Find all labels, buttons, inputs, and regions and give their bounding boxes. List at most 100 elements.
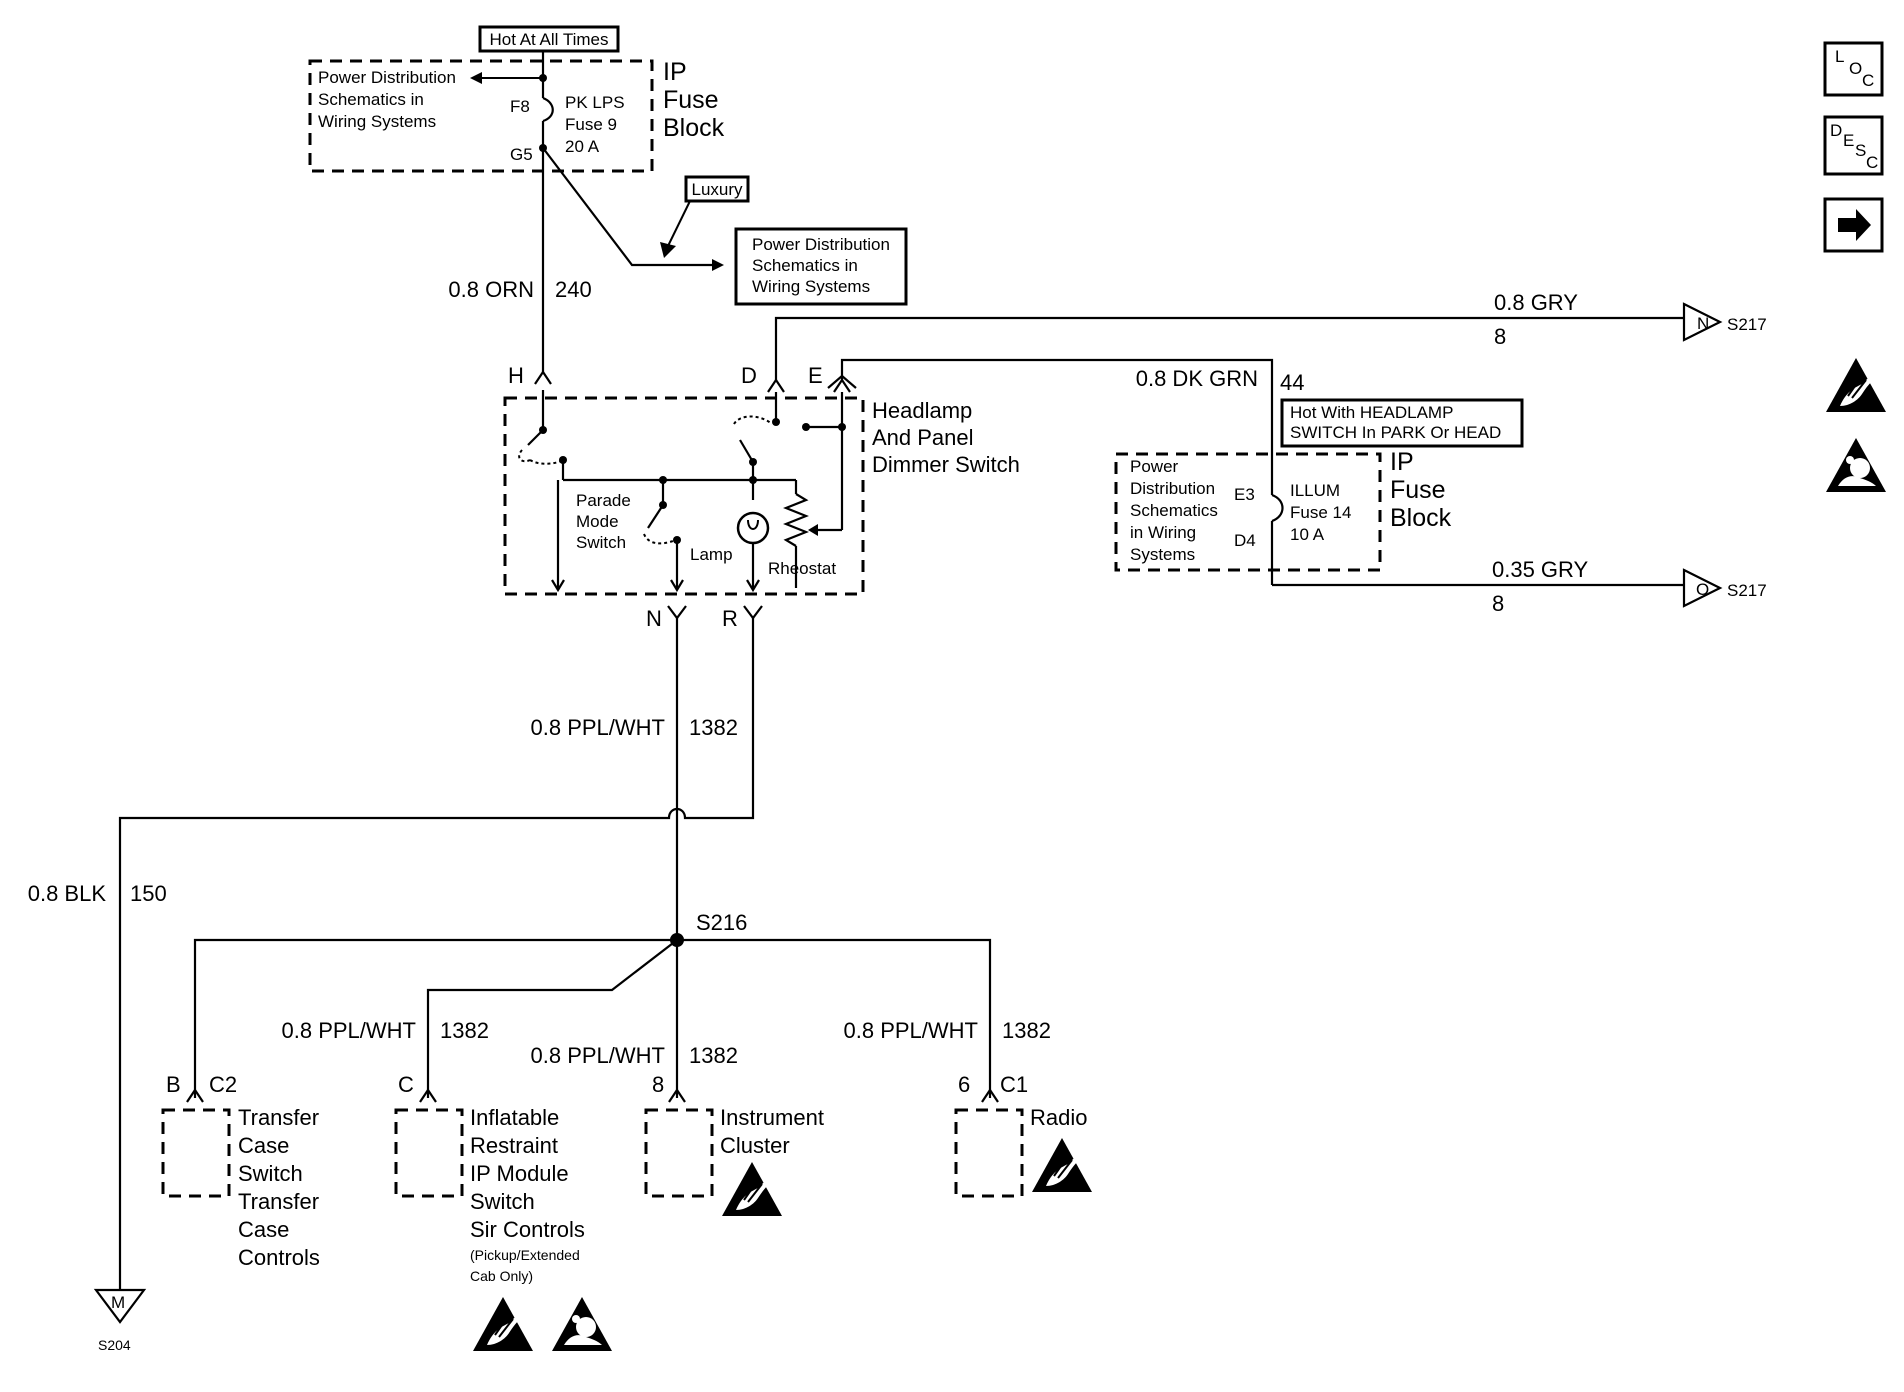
pin-e3: E3 [1234,485,1255,504]
connector-m-icon [93,1288,147,1324]
pin-d: D [741,363,757,388]
esd-warning-icon [721,1161,783,1217]
wire-gry-bottom-label: 0.35 GRY [1492,557,1589,582]
pin-g5: G5 [510,145,533,164]
luxury-callout-box [684,175,750,203]
radio-pin: 6 [958,1072,970,1097]
connector-m-label: M [111,1293,125,1312]
block-r-title-3: Block [1390,504,1452,532]
pds-mid-line-2: Schematics in [752,256,858,275]
hot-at-all-times-box [478,25,620,53]
esd-warning-icon [1825,357,1887,413]
arrow-right-icon [712,259,724,271]
branch-2-label: 0.8 PPL/WHT [531,1043,665,1068]
wire-ppl-main-label: 0.8 PPL/WHT [531,715,665,740]
cluster-line-1: Instrument [720,1105,824,1130]
connector-o-icon [1682,568,1723,608]
branch-inflatable [426,939,678,1098]
transfer-line-6: Controls [238,1245,320,1270]
side-icon-next-arrow[interactable] [1823,197,1884,253]
wire-dkgrn-label: 0.8 DK GRN [1136,366,1258,391]
connector-n-icon [1682,302,1723,342]
inflatable-line-1: Inflatable [470,1105,559,1130]
desc-letter-s: S [1855,141,1866,160]
splice-s204: S204 [98,1337,131,1353]
hot-at-all-times-label: Hot At All Times [489,30,608,49]
pds-line-3: Wiring Systems [318,112,436,131]
pds-box-middle [734,227,908,306]
hot-with-line-2: SWITCH In PARK Or HEAD [1290,423,1501,442]
block-title-1: IP [663,58,687,86]
headlamp-switch: H D E N R Headlamp And Panel Dimmer Swit… [503,363,1020,631]
headlamp-switch-outline [503,396,865,596]
branch-2-circuit: 1382 [689,1043,738,1068]
transfer-line-4: Transfer [238,1189,319,1214]
airbag-warning-icon [552,1297,612,1351]
branch-3-circuit: 1382 [1002,1018,1051,1043]
transfer-line-1: Transfer [238,1105,319,1130]
block-title-2: Fuse [663,86,719,114]
fuse14-name: ILLUM [1290,481,1340,500]
pin-f8: F8 [510,97,530,116]
wire-dkgrn-circuit: 44 [1280,370,1304,395]
wire-gry-top-label: 0.8 GRY [1494,290,1578,315]
inflatable-pin: C [398,1072,414,1097]
component-transfer-case: B C2 Transfer Case Switch Transfer Case … [161,1072,320,1270]
component-instrument-cluster: 8 Instrument Cluster [644,1072,824,1217]
pds-r-line-1: Power [1130,457,1179,476]
pds-mid-line-1: Power Distribution [752,235,890,254]
pds-mid-line-3: Wiring Systems [752,277,870,296]
inflatable-note-2: Cab Only) [470,1268,533,1284]
fuse-symbol-icon [542,96,554,123]
desc-letter-d: D [1830,121,1842,140]
block-r-title-1: IP [1390,448,1414,476]
splice-s217-top: S217 [1727,315,1767,334]
pds-r-line-5: Systems [1130,545,1195,564]
fuse-name: PK LPS [565,93,625,112]
parade-line-1: Parade [576,491,631,510]
block-r-title-2: Fuse [1390,476,1446,504]
pds-r-line-3: Schematics [1130,501,1218,520]
loc-letter-l: L [1835,47,1844,66]
inflatable-line-3: IP Module [470,1161,569,1186]
splice-s217-bottom: S217 [1727,581,1767,600]
side-icon-loc[interactable]: L O C [1823,41,1884,97]
arrow-left-icon [470,72,482,84]
parade-line-2: Mode [576,512,619,531]
pin-n: N [646,606,662,631]
branch-3-label: 0.8 PPL/WHT [844,1018,978,1043]
wire-gry-top [774,316,1684,380]
branch-1-circuit: 1382 [440,1018,489,1043]
fuse14-number: Fuse 14 [1290,503,1351,522]
pin-d4: D4 [1234,531,1256,550]
transfer-pin: B [166,1072,181,1097]
arrow-right-icon [1838,209,1871,241]
top-fuse-block: Hot At All Times Power Distribution Sche… [308,25,725,173]
rheostat-label: Rheostat [768,559,836,578]
loc-letter-c: C [1862,71,1874,90]
connector-o-label: O [1696,580,1709,599]
hot-with-box [1280,398,1524,448]
connector-n-label: N [1697,314,1709,333]
cluster-pin: 8 [652,1072,664,1097]
callout-arrow-icon [660,242,676,258]
wire-blk-label: 0.8 BLK [28,881,107,906]
side-icon-desc[interactable]: D E S C [1823,115,1884,176]
component-inflatable-restraint: C Inflatable Restraint IP Module Switch … [394,1072,612,1352]
transfer-line-3: Switch [238,1161,303,1186]
inflatable-line-5: Sir Controls [470,1217,585,1242]
right-fuse-block: Power Distribution Schematics in Wiring … [1114,448,1452,585]
branch-transfer [193,938,677,1098]
pds-line-1: Power Distribution [318,68,456,87]
luxury-label: Luxury [691,180,743,199]
switch-title-3: Dimmer Switch [872,452,1020,477]
pin-r: R [722,606,738,631]
desc-letter-c: C [1866,153,1878,172]
wire-dkgrn-44 [840,358,1274,495]
ip-fuse-block-right-outline [1114,452,1382,572]
esd-warning-icon [472,1296,534,1352]
fuse-number: Fuse 9 [565,115,617,134]
component-radio: 6 C1 Radio [954,1072,1093,1198]
transfer-conn: C2 [209,1072,237,1097]
wire-gry-bottom-circuit: 8 [1492,591,1504,616]
